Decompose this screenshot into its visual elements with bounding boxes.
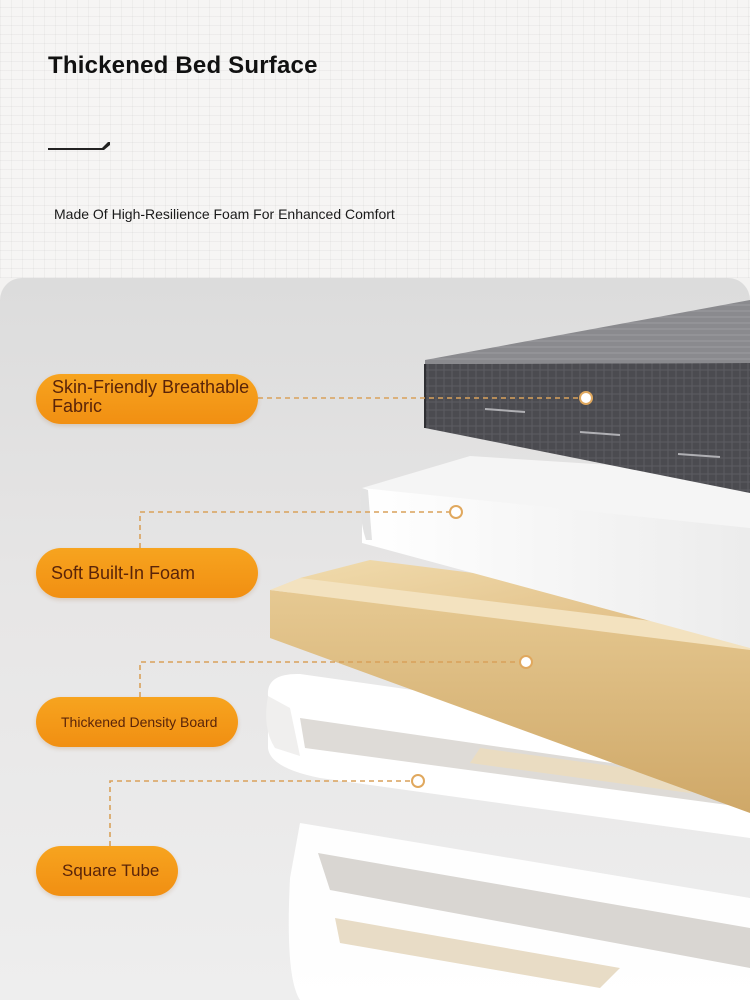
foam-label-badge: Soft Built-In Foam [36, 548, 258, 598]
square-tube-label: Square Tube [62, 861, 160, 880]
title-underline [48, 142, 110, 150]
density-board [270, 560, 750, 813]
fabric-label: Skin-Friendly Breathable Fabric [52, 377, 250, 416]
bed-layers-illustration [109, 300, 750, 1000]
foam-label: Soft Built-In Foam [51, 563, 196, 583]
leader-dots [411, 391, 593, 788]
foam-layer [360, 456, 750, 648]
square-tube-label-badge: Square Tube [36, 846, 178, 896]
layers-diagram: Skin-Friendly Breathable Fabric Soft Bui… [0, 278, 750, 1000]
density-board-label: Thickened Density Board [61, 714, 218, 730]
header-section: Thickened Bed Surface Made Of High-Resil… [0, 0, 750, 278]
page-title: Thickened Bed Surface [48, 52, 318, 79]
leader-lines [109, 397, 586, 846]
fabric-layer [424, 300, 750, 493]
page-subtitle: Made Of High-Resilience Foam For Enhance… [54, 206, 395, 222]
fabric-label-badge: Skin-Friendly Breathable Fabric [36, 374, 258, 424]
square-tube-frame [266, 673, 750, 1000]
density-board-label-badge: Thickened Density Board [36, 697, 238, 747]
